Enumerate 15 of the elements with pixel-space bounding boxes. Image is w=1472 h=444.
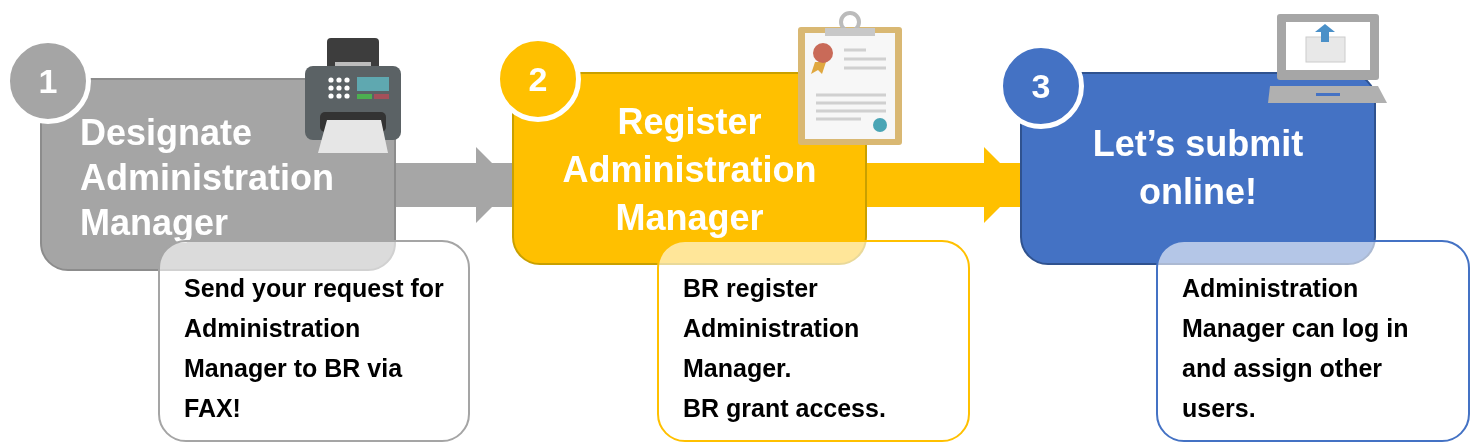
note-text: BR register Administration Manager. <box>683 273 861 384</box>
note-text: BR grant access. <box>683 393 887 424</box>
step-title: Designate Administration Manager <box>80 111 335 245</box>
step-number: 1 <box>38 61 58 101</box>
step-title: Register Administration Manager <box>561 100 818 240</box>
block-arrow <box>396 147 514 223</box>
note-card <box>1156 240 1470 442</box>
step-title: Let’s submit online! <box>1091 122 1305 214</box>
step-number: 2 <box>528 59 548 99</box>
note-text: Administration Manager can log in and assign other users. <box>1182 273 1410 424</box>
step-box <box>1020 72 1376 265</box>
step-number: 3 <box>1031 66 1051 106</box>
block-arrow <box>867 147 1022 223</box>
note-text: Send your request for Administration Manager to BR via FAX! <box>184 273 445 424</box>
note-card <box>657 240 970 442</box>
